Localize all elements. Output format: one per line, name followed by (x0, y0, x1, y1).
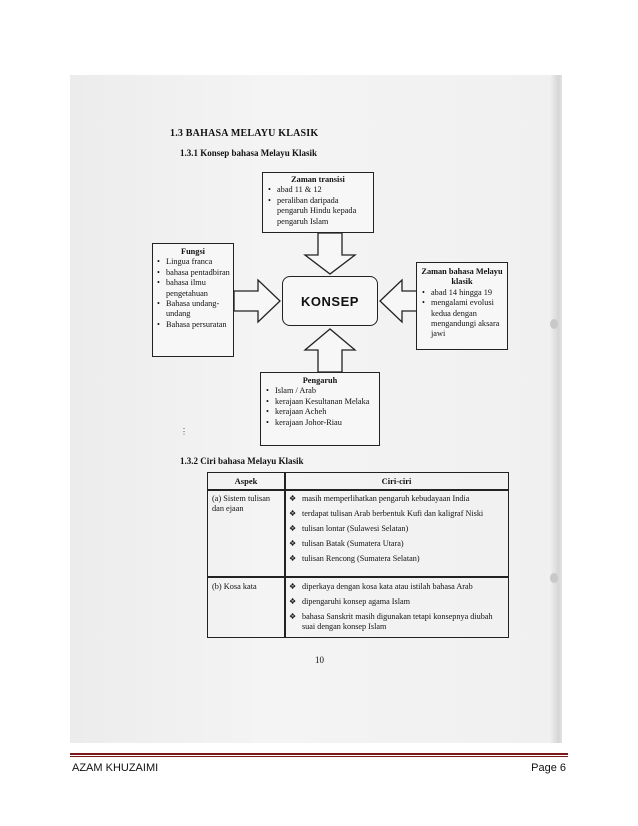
box-title: Fungsi (181, 247, 205, 256)
list-item: tulisan lontar (Sulawesi Selatan) (288, 524, 504, 534)
list-item: bahasa ilmu pengetahuan (156, 278, 230, 299)
box-pengaruh: Pengaruh Islam / Arab kerajaan Kesultana… (260, 372, 380, 446)
footer-page-label: Page 6 (531, 762, 566, 774)
row-label-sistem-tulisan: (a) Sistem tulisan dan ejaan (212, 494, 271, 513)
binder-hole (550, 573, 558, 583)
list-item: Bahasa persuratan (156, 320, 230, 331)
footer-rule (70, 753, 568, 755)
row-label-kosa-kata: (b) Kosa kata (212, 582, 257, 591)
box-title: Zaman bahasa Melayu klasik (421, 267, 503, 287)
scan-mark: ⋮ (180, 427, 188, 436)
section-title: 1.3 BAHASA MELAYU KLASIK (170, 128, 319, 139)
list-item: kerajaan Johor-Riau (265, 418, 375, 429)
arrow-right (233, 278, 281, 324)
feature-list-kosa-kata: diperkaya dengan kosa kata atau istilah … (288, 582, 504, 637)
list-item: bahasa pentadbiran (156, 268, 230, 279)
box-zaman-bahasa-melayu-klasik: Zaman bahasa Melayu klasik abad 14 hingg… (416, 262, 508, 350)
box-fungsi: Fungsi Lingua franca bahasa pentadbiran … (152, 243, 234, 357)
feature-list-sistem-tulisan: masih memperlihatkan pengaruh kebudayaan… (288, 494, 504, 569)
list-item: tulisan Rencong (Sumatera Selatan) (288, 554, 504, 564)
footer-author: AZAM KHUZAIMI (72, 762, 159, 774)
subsection-title-features: 1.3.2 Ciri bahasa Melayu Klasik (180, 456, 304, 466)
list-item: tulisan Batak (Sumatera Utara) (288, 539, 504, 549)
column-header-aspek: Aspek (234, 476, 258, 486)
concept-center: KONSEP (282, 276, 378, 326)
footer-rule-thin (70, 756, 568, 757)
list-item: terdapat tulisan Arab berbentuk Kufi dan… (288, 509, 504, 519)
arrow-down (303, 232, 357, 275)
list-item: bahasa Sanskrit masih digunakan tetapi k… (288, 612, 504, 632)
column-divider (284, 473, 286, 637)
list-item: abad 11 & 12 (267, 185, 369, 196)
header-divider (208, 489, 508, 491)
box-title: Zaman transisi (291, 175, 345, 184)
row-divider (208, 576, 508, 578)
subsection-title-concept: 1.3.1 Konsep bahasa Melayu Klasik (180, 148, 318, 158)
diagram-arrows (233, 232, 427, 373)
box-title: Pengaruh (302, 376, 338, 385)
column-header-ciri: Ciri-ciri (381, 476, 412, 486)
binder-hole (550, 319, 558, 329)
scan-page-number: 10 (315, 655, 324, 665)
list-item: Bahasa undang-undang (156, 299, 230, 320)
list-item: dipengaruhi konsep agama Islam (288, 597, 504, 607)
list-item: diperkaya dengan kosa kata atau istilah … (288, 582, 504, 592)
list-item: mengalami evolusi kedua dengan mengandun… (421, 298, 503, 340)
list-item: Lingua franca (156, 257, 230, 268)
list-item: masih memperlihatkan pengaruh kebudayaan… (288, 494, 504, 504)
box-zaman-transisi: Zaman transisi abad 11 & 12 peraliban da… (262, 172, 374, 233)
features-table: Aspek Ciri-ciri (a) Sistem tulisan dan e… (207, 472, 509, 638)
scanned-page: 1.3 BAHASA MELAYU KLASIK 1.3.1 Konsep ba… (70, 75, 562, 743)
list-item: abad 14 hingga 19 (421, 288, 503, 299)
list-item: kerajaan Acheh (265, 407, 375, 418)
list-item: kerajaan Kesultanan Melaka (265, 397, 375, 408)
arrow-up (303, 328, 357, 373)
list-item: Islam / Arab (265, 386, 375, 397)
list-item: peraliban daripada pengaruh Hindu kepada… (267, 196, 369, 227)
